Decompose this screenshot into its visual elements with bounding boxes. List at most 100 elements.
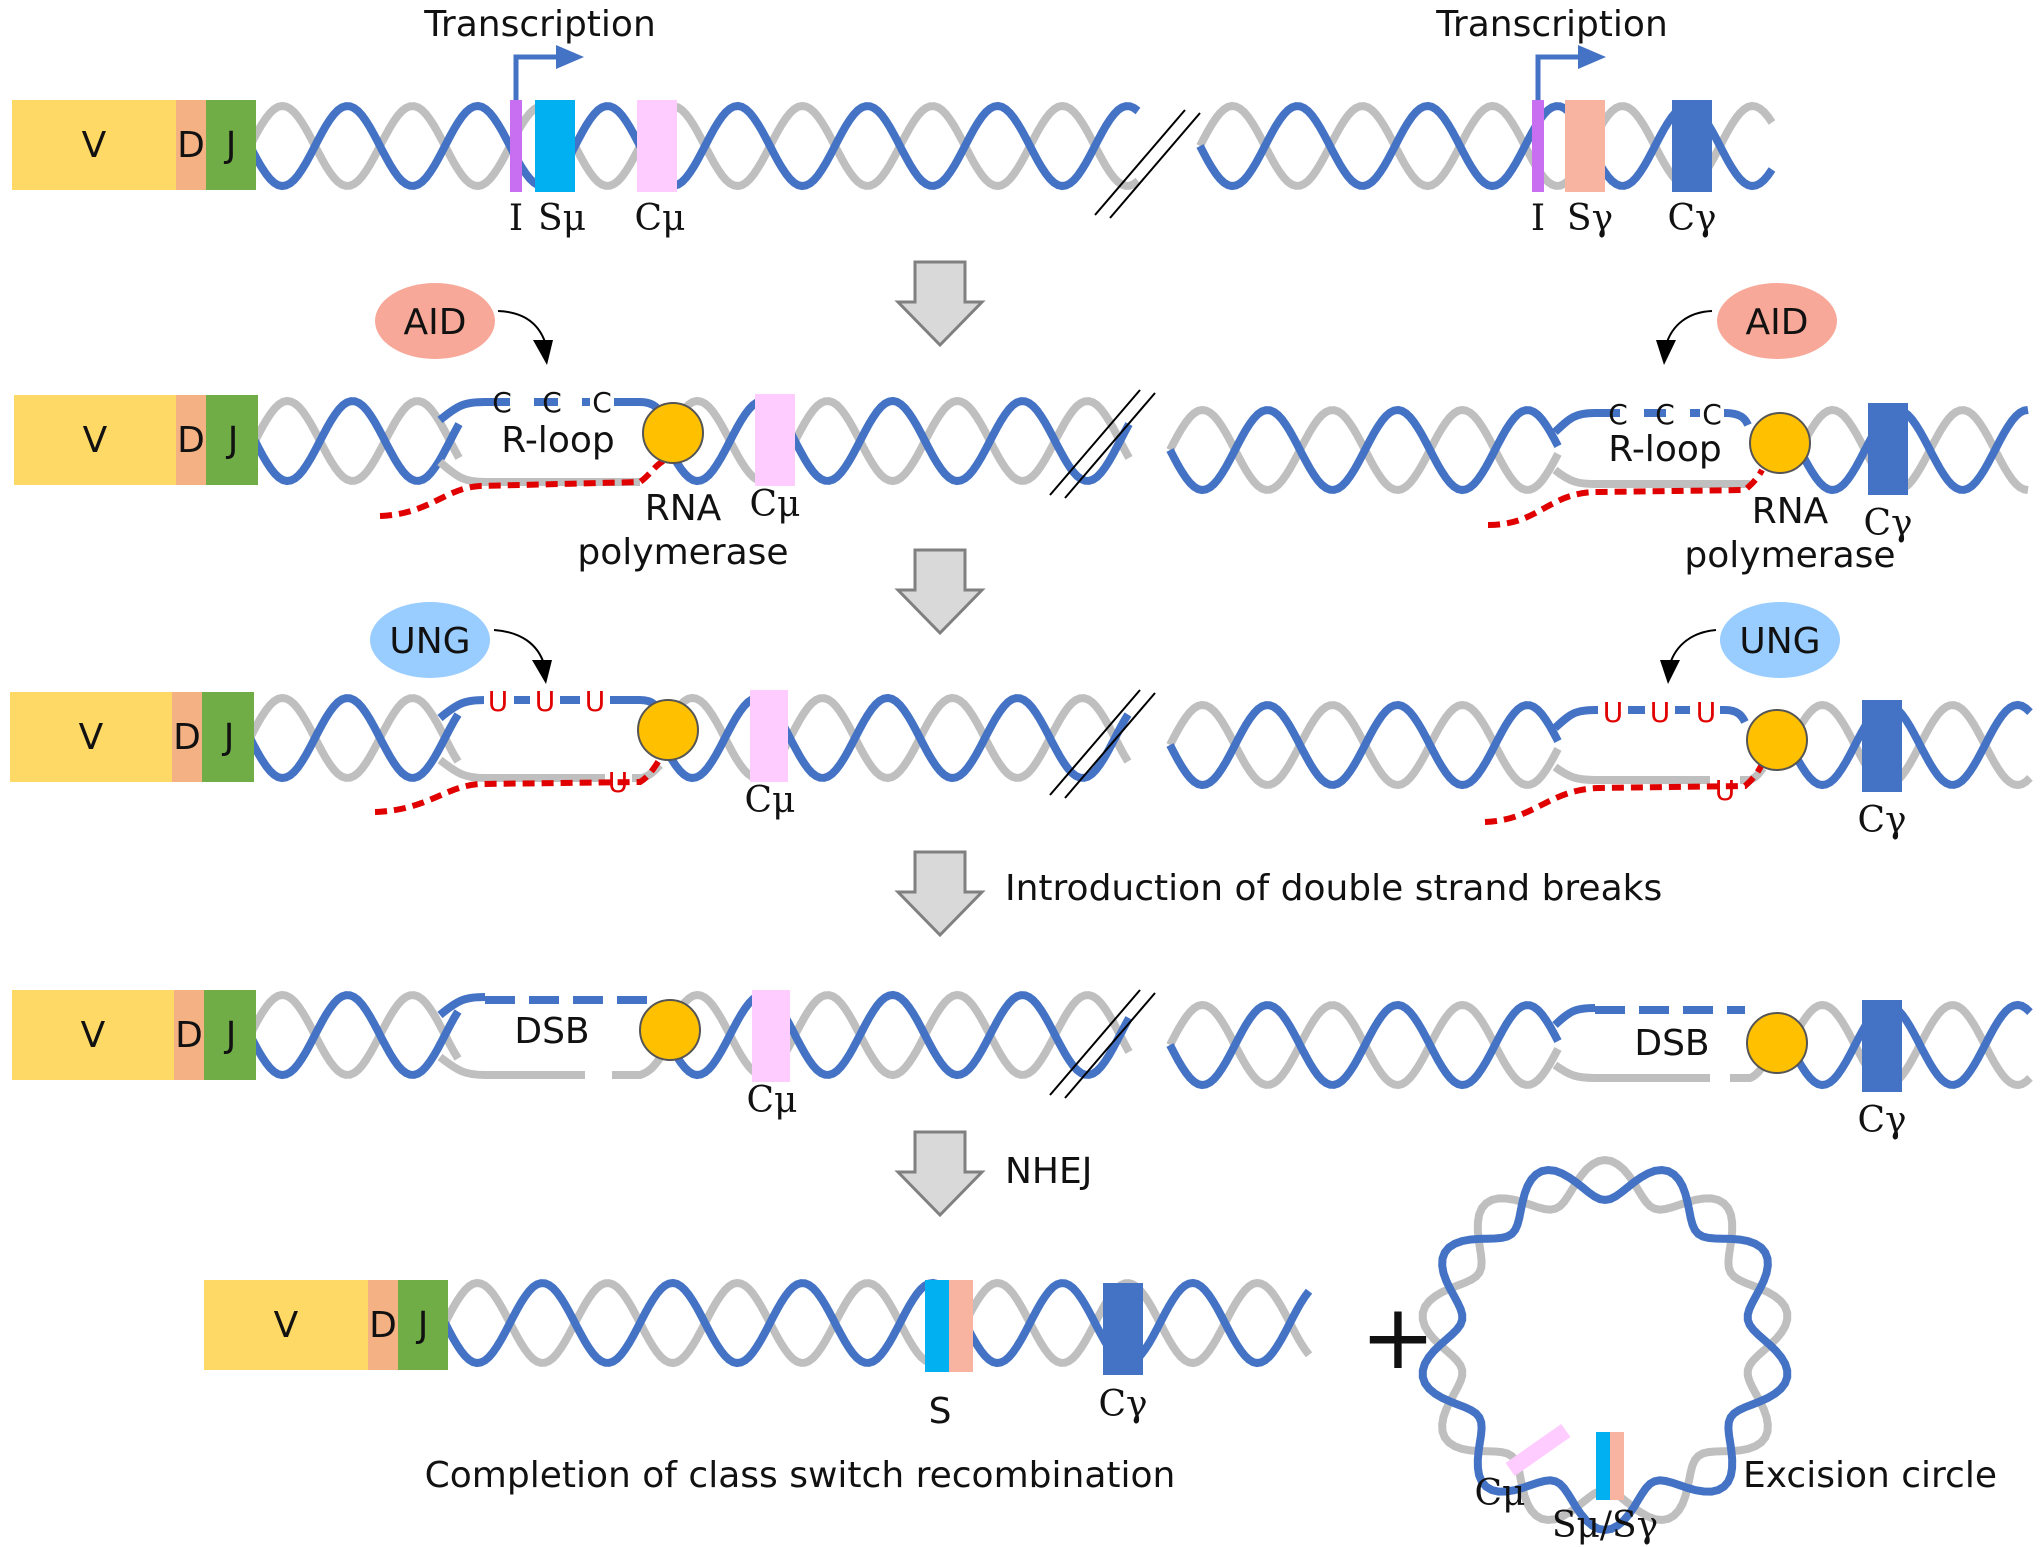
break-mark-row4 bbox=[1049, 989, 1156, 1099]
dna-strand-blue bbox=[1166, 405, 1562, 495]
transcription-label-gamma: Transcription bbox=[1435, 4, 1668, 45]
dna-strand-blue bbox=[441, 1278, 1313, 1368]
helix-row2-d bbox=[1796, 405, 2029, 495]
rna-polymerase-gamma bbox=[1746, 709, 1808, 771]
r-loop-label-gamma: R-loop bbox=[1608, 429, 1721, 470]
helix-row4-c bbox=[1166, 1000, 1562, 1090]
helix-row3-b bbox=[656, 693, 1132, 783]
u-gap-3 bbox=[580, 688, 610, 716]
u-base-6: U bbox=[1650, 696, 1671, 729]
j-label: J bbox=[222, 717, 235, 758]
dsb-label-gamma: DSB bbox=[1634, 1023, 1709, 1064]
d-segment bbox=[368, 1280, 398, 1370]
helix-row2-c bbox=[1166, 405, 1562, 495]
c-gamma-region bbox=[1862, 1000, 1902, 1092]
step-arrow-3 bbox=[894, 850, 986, 938]
u-base-8: U bbox=[1715, 774, 1736, 807]
c-gamma-label: Cγ bbox=[1098, 1384, 1147, 1425]
aid-arrow-gamma bbox=[1665, 310, 1713, 346]
c-gamma-label: Cγ bbox=[1667, 198, 1716, 239]
r-loop-bottom-strand-gamma bbox=[1552, 466, 1750, 488]
dna-strand-blue bbox=[1786, 1000, 2033, 1090]
excision-c-mu-label: Cμ bbox=[1475, 1473, 1526, 1514]
v-label: V bbox=[274, 1305, 299, 1346]
c-gamma-label: Cγ bbox=[1857, 800, 1906, 841]
r-loop-bottom-strand-mu bbox=[437, 459, 640, 486]
row-4-double-strand-breaks: V D J DSB Cμ DSB Cγ bbox=[12, 989, 2033, 1141]
helix-row4-a bbox=[246, 990, 462, 1080]
c-gamma-region bbox=[1103, 1283, 1143, 1375]
dna-strand-blue bbox=[1796, 406, 2029, 495]
rna-transcript-mu bbox=[379, 457, 667, 519]
row-5-switched-locus: V D J S Cγ Completion of class switch re… bbox=[204, 1278, 1313, 1496]
aid-label-mu: AID bbox=[404, 302, 467, 343]
rna-transcript-gamma bbox=[1487, 468, 1765, 528]
dna-strand-blue bbox=[246, 101, 1141, 191]
s-mu-label: Sμ bbox=[538, 198, 586, 239]
dna-strand-blue bbox=[1166, 1000, 1562, 1090]
j-segment bbox=[206, 395, 258, 485]
i-exon-gamma bbox=[1532, 100, 1544, 192]
completion-label: Completion of class switch recombination bbox=[425, 1455, 1176, 1496]
dsb-bottom-end-gamma bbox=[1730, 1063, 1767, 1082]
ung-label-gamma: UNG bbox=[1739, 621, 1820, 662]
dsb-bottom-strand-gamma bbox=[1552, 1061, 1710, 1082]
step-label-dsb-intro: Introduction of double strand breaks bbox=[1005, 868, 1662, 909]
helix-row4-b bbox=[661, 990, 1133, 1080]
c-base-2: C bbox=[542, 386, 562, 419]
c-gap-2 bbox=[558, 389, 582, 413]
rna-polymerase-mu bbox=[637, 699, 699, 761]
rna-polymerase-mu bbox=[642, 402, 704, 464]
aid-label-gamma: AID bbox=[1746, 302, 1809, 343]
u-base-2: U bbox=[535, 685, 556, 718]
row-1-germline-locus: V D J I Sμ Cμ Transcription I Sγ Cγ Tran… bbox=[12, 4, 1776, 239]
c-base-3: C bbox=[592, 386, 612, 419]
c-base-6: C bbox=[1702, 398, 1722, 431]
v-segment bbox=[12, 990, 174, 1080]
c-mu-region bbox=[637, 100, 677, 192]
hybrid-s-mu-part bbox=[925, 1280, 949, 1372]
c-gamma-region bbox=[1862, 700, 1902, 792]
c-mu-label: Cμ bbox=[745, 780, 796, 821]
dsb-bottom-strand-mu bbox=[437, 1053, 585, 1079]
v-label: V bbox=[82, 125, 107, 166]
dna-strand-blue bbox=[1166, 700, 1562, 790]
dna-strand-blue bbox=[1786, 700, 2033, 790]
rna-polymerase-mu bbox=[639, 999, 701, 1061]
s-gamma-label: Sγ bbox=[1567, 198, 1613, 239]
circle-strand-blue bbox=[1418, 1165, 1792, 1535]
i-exon-mu bbox=[510, 100, 522, 192]
j-segment bbox=[202, 692, 254, 782]
step-arrow-2 bbox=[894, 548, 986, 636]
dna-strand-blue bbox=[246, 991, 462, 1080]
u-base-5: U bbox=[1603, 696, 1624, 729]
excision-circle-strands bbox=[1418, 1155, 1792, 1535]
dna-strand-gray bbox=[246, 101, 1141, 191]
d-label: D bbox=[173, 717, 201, 758]
helix-row3-c bbox=[1166, 700, 1562, 790]
d-label: D bbox=[177, 420, 205, 461]
u-base-1: U bbox=[488, 685, 509, 718]
v-segment bbox=[14, 395, 176, 485]
excision-circle-label: Excision circle bbox=[1743, 1455, 1997, 1496]
dna-strand-gray bbox=[661, 990, 1133, 1080]
transcription-arrow-mu bbox=[513, 45, 584, 100]
v-label: V bbox=[83, 420, 108, 461]
d-label: D bbox=[175, 1015, 203, 1056]
c-base-1: C bbox=[492, 386, 512, 419]
rna-transcript-mu-row3 bbox=[374, 754, 665, 815]
u-gap-1 bbox=[484, 688, 514, 716]
helix-row5 bbox=[441, 1278, 1313, 1368]
v-segment bbox=[10, 692, 172, 782]
c-mu-label: Cμ bbox=[750, 484, 801, 525]
s-mu-region bbox=[535, 100, 575, 192]
rna-polymerase-gamma bbox=[1746, 1012, 1808, 1074]
u-base-4: U bbox=[608, 766, 629, 799]
excision-circle: Cμ Sμ/Sγ Excision circle bbox=[1418, 1155, 1997, 1546]
c-gap-3 bbox=[590, 389, 614, 413]
aid-arrowhead-gamma bbox=[1656, 340, 1676, 365]
d-segment bbox=[174, 990, 204, 1080]
dna-strand-gray bbox=[246, 990, 462, 1079]
polymerase-label-gamma: polymerase bbox=[1684, 535, 1895, 576]
c-gamma-region bbox=[1868, 403, 1908, 495]
